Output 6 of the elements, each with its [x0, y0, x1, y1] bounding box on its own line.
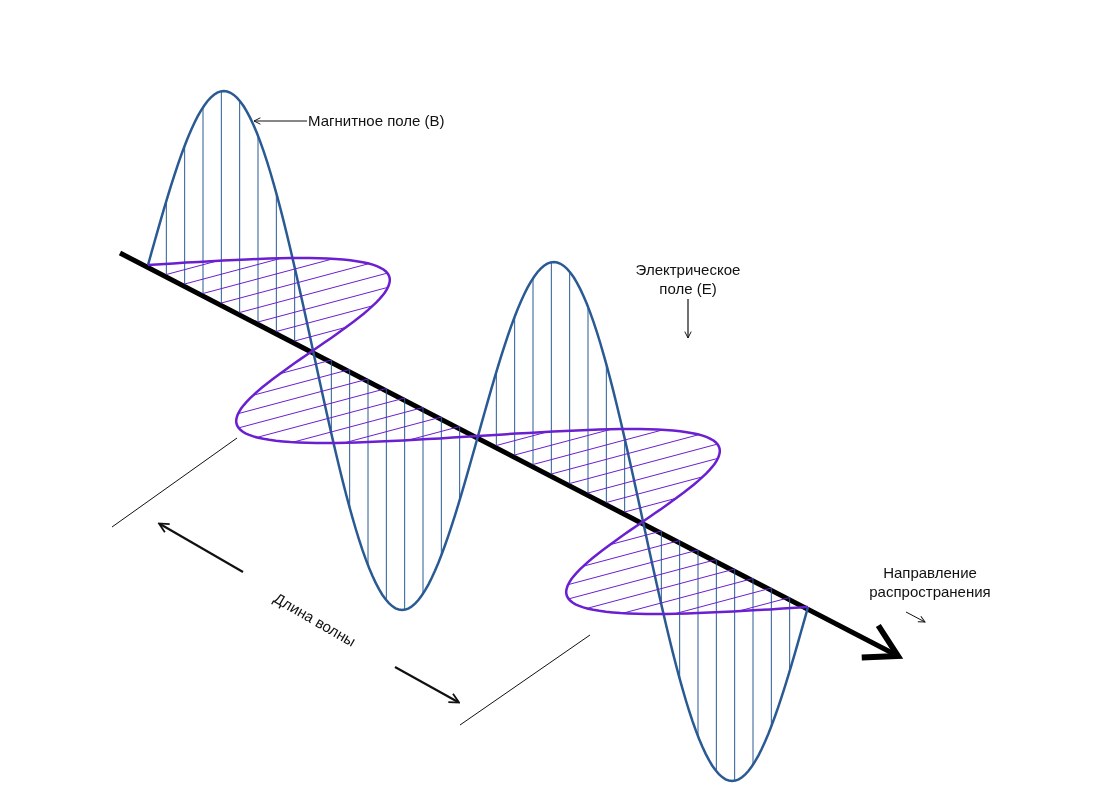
leader-arrow — [253, 117, 308, 125]
magnetic-wave-drawing — [146, 89, 810, 783]
leader-arrow — [684, 298, 692, 339]
direction-label: Направление распространения — [868, 563, 992, 601]
field-label: Электрическое поле (E) — [623, 260, 753, 298]
field-label: Магнитное поле (B) — [308, 111, 458, 130]
